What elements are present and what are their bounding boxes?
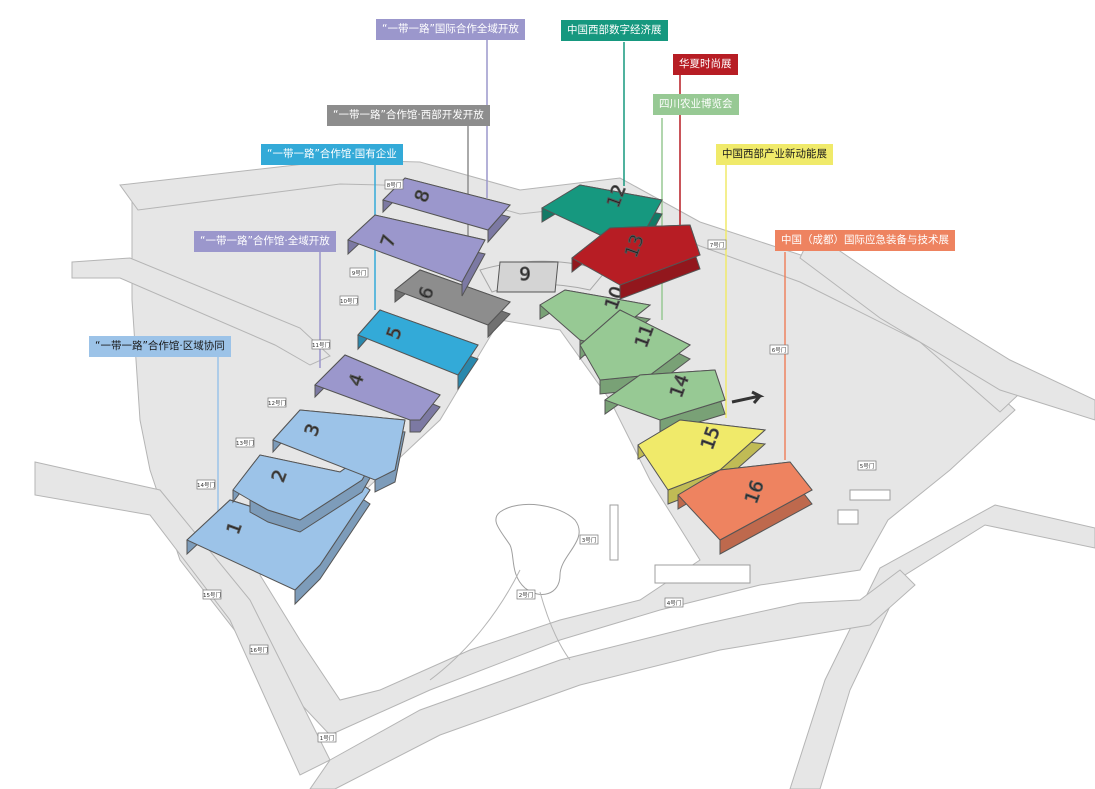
hall-16[interactable]: 16 [677, 461, 813, 555]
gate-tag: 16号门 [249, 644, 269, 655]
gate-tag-text: 6号门 [772, 346, 787, 354]
hall-label: “一带一路”国际合作全域开放 [376, 19, 525, 40]
hall-label: “一带一路”合作馆·西部开发开放 [327, 105, 490, 126]
right-outbuildings [609, 489, 891, 584]
hall-7[interactable]: 7 [347, 214, 486, 297]
gate-tag-box [516, 589, 536, 600]
gate-tag-text: 13号门 [236, 439, 254, 447]
direction-arrow-icon [731, 390, 765, 404]
gate-tag-box [196, 479, 216, 490]
gate-tag-box [267, 397, 287, 408]
hall-label: “一带一路”合作馆·国有企业 [261, 144, 403, 165]
right-road [799, 231, 1095, 421]
gate-tag-text: 7号门 [710, 241, 725, 249]
hall-roof [579, 309, 691, 381]
hall-4[interactable]: 4 [314, 354, 441, 433]
hall-9[interactable]: 9 [496, 261, 559, 293]
gate-tag-text: 8号门 [387, 181, 402, 189]
hall-5[interactable]: 5 [357, 309, 479, 391]
gate-tag-box [349, 267, 369, 278]
outbuilding [609, 504, 619, 561]
hall-label: 四川农业博览会 [653, 94, 739, 115]
hall-3[interactable]: 3 [272, 409, 406, 493]
hall-roof [394, 269, 511, 326]
gate-tag-box [707, 239, 727, 250]
hall-label: 中国（成都）国际应急装备与技术展 [775, 230, 955, 251]
gate-tag: 13号门 [235, 437, 255, 448]
hall-label: “一带一路”合作馆·全域开放 [194, 231, 336, 252]
hall-roof [347, 214, 486, 283]
gate-tag-box [769, 344, 789, 355]
hall-roof [314, 354, 441, 421]
gate-tag: 9号门 [349, 267, 369, 278]
gate-tag-text: 15号门 [203, 591, 221, 599]
gate-tag-box [384, 179, 404, 190]
gate-tag-text: 3号门 [582, 536, 597, 544]
outbuilding [654, 564, 751, 584]
hall-13[interactable]: 13 [571, 224, 701, 300]
gate-tag-box [857, 460, 877, 471]
gate-tag: 8号门 [384, 179, 404, 190]
gate-tag: 12号门 [267, 397, 287, 408]
hall-roof [232, 439, 386, 521]
gate-tag-text: 11号门 [312, 341, 330, 349]
hall-2[interactable]: 2 [232, 439, 386, 533]
hall-roof [540, 184, 663, 241]
gate-tag-box [311, 339, 331, 350]
gate-tag-text: 10号门 [340, 297, 358, 305]
gate-tag-box [579, 534, 599, 545]
gate-tag-text: 12号门 [268, 399, 286, 407]
hall-roof [496, 261, 559, 293]
hall-label: “一带一路”合作馆·区域协同 [89, 336, 231, 357]
gate-tag-box [202, 589, 222, 600]
gate-tag-box [249, 644, 269, 655]
gate-tag: 6号门 [769, 344, 789, 355]
gate-tag-box [339, 295, 359, 306]
left-road [71, 257, 331, 366]
bottom-left-road [34, 461, 331, 776]
gate-tag: 15号门 [202, 589, 222, 600]
gate-tag-text: 9号门 [352, 269, 367, 277]
gate-tag-box [235, 437, 255, 448]
gate-tag: 5号门 [857, 460, 877, 471]
gate-tag-text: 5号门 [860, 462, 875, 470]
hall-roof [677, 461, 813, 541]
gate-tag-box [317, 732, 337, 743]
gate-tag: 14号门 [196, 479, 216, 490]
hall-label: 华夏时尚展 [673, 54, 738, 75]
hall-roof [571, 224, 701, 286]
gate-tag-box [664, 597, 684, 608]
gate-tag: 7号门 [707, 239, 727, 250]
gate-tag: 1号门 [317, 732, 337, 743]
lower-right-road [789, 504, 1095, 789]
hall-roof [637, 419, 767, 491]
park-lake [495, 503, 580, 595]
gate-tag-text: 4号门 [667, 599, 682, 607]
hall-label: 中国西部产业新动能展 [716, 144, 833, 165]
gate-tag: 11号门 [311, 339, 331, 350]
hall-6[interactable]: 6 [394, 269, 511, 339]
hall-8[interactable]: 8 [382, 177, 511, 244]
outbuilding [837, 509, 859, 525]
gate-tag: 2号门 [516, 589, 536, 600]
hall-roof [357, 309, 479, 376]
gate-tag: 3号门 [579, 534, 599, 545]
leader-lines [217, 40, 786, 512]
gate-tag: 4号门 [664, 597, 684, 608]
hall-number: 9 [519, 264, 530, 285]
gate-tag: 10号门 [339, 295, 359, 306]
gate-tag-text: 16号门 [250, 646, 268, 654]
gate-markers: 1号门 2号门 3号门 4号门 5号门 6号门 7号门 8号门 9号门 10号门 11号门 12号门 1… [196, 179, 877, 743]
hall-label: 中国西部数字经济展 [561, 20, 668, 41]
bottom-road [309, 569, 916, 789]
gate-tag-text: 1号门 [320, 734, 335, 742]
gate-tag-text: 2号门 [519, 591, 534, 599]
gate-tag-text: 14号门 [197, 481, 215, 489]
hall-roof [603, 369, 726, 421]
outbuilding [849, 489, 891, 501]
park-path [429, 569, 571, 681]
hall-roof [272, 409, 406, 481]
